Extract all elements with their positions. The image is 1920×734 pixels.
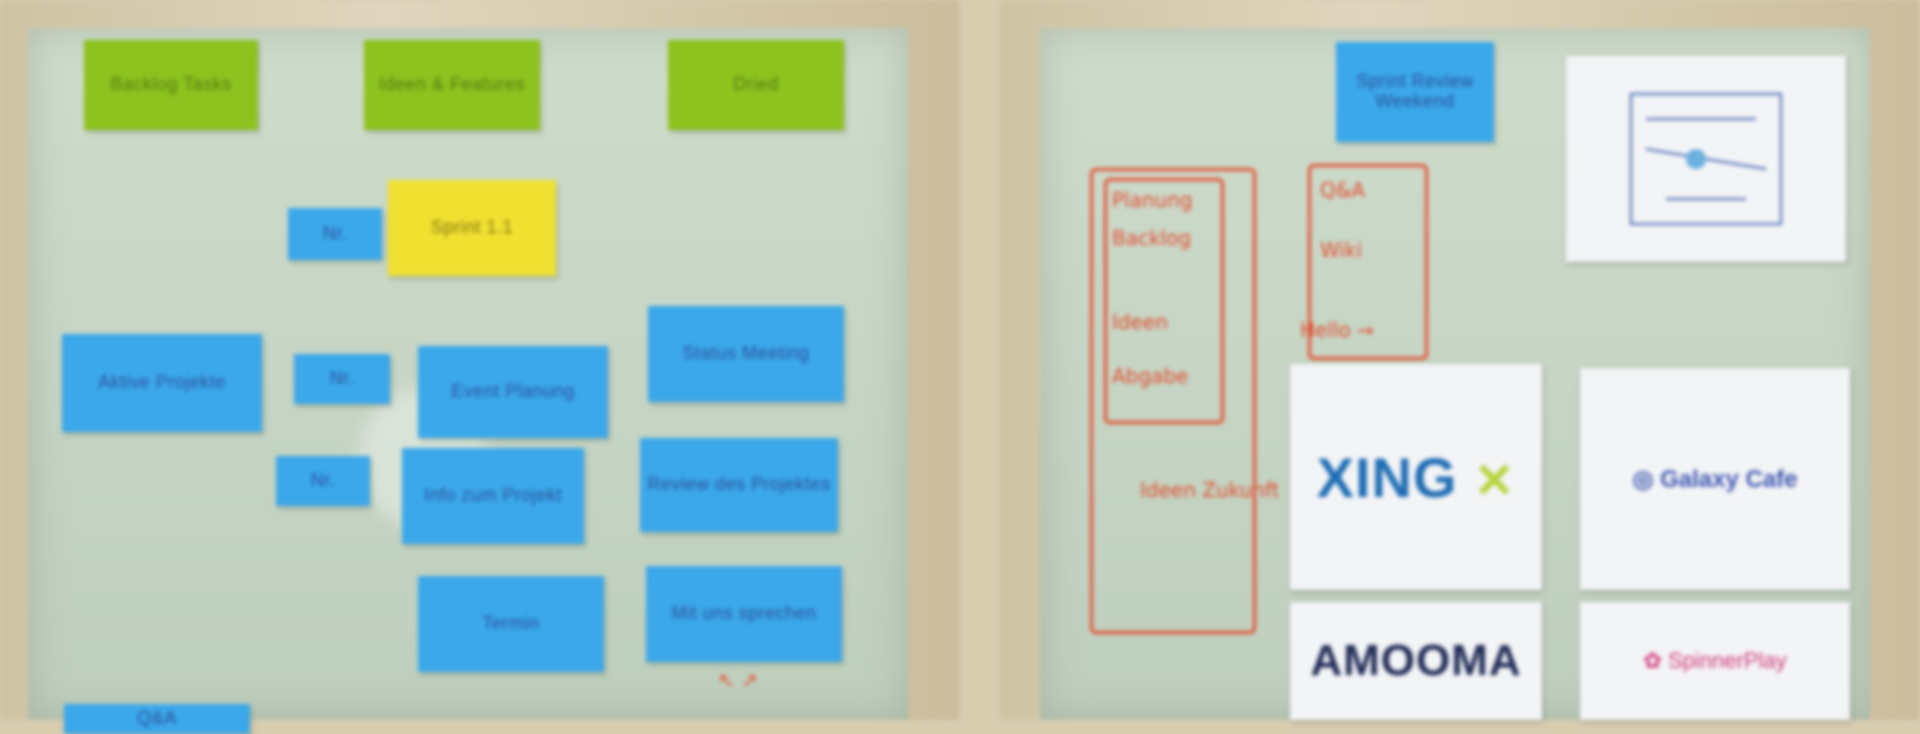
sprint-yellow-note: Sprint 1.1 [388,180,556,276]
galaxy-cafe-logo: ◎ Galaxy Cafe [1632,465,1798,493]
marker-outline-right [1308,164,1428,360]
marker-line: Ideen Zukunft [1140,478,1280,502]
blue-note: Nr. [294,354,390,404]
marker-line: Planung [1112,188,1193,212]
marker-line: Ideen [1112,310,1168,334]
marker-arrow: ↖ ↗ [718,668,758,692]
sprint-review-note: Sprint Review Weekend [1336,42,1494,142]
header-note-ideas: Ideen & Features [364,40,540,130]
sponsor-sheet-spinnerplay: ✿ SpinnerPlay [1580,602,1850,720]
right-glass-board: Sprint Review Weekend Planung Backlog Id… [1040,28,1870,720]
marker-line: Wiki [1320,238,1363,262]
marker-line: Hello → [1300,318,1374,342]
header-note-dried: Dried [668,40,844,130]
sponsor-sheet-galaxy: ◎ Galaxy Cafe [1580,368,1850,590]
marker-line: Q&A [1320,178,1366,202]
xing-logo: XING ✕ [1316,445,1516,509]
header-note-backlog: Backlog Tasks [84,40,258,130]
blue-note: Status Meeting [648,306,844,402]
marker-outline-inner [1104,178,1224,424]
blue-note: Nr. [288,208,382,260]
marker-line: Backlog [1112,226,1192,250]
spinnerplay-logo: ✿ SpinnerPlay [1643,648,1787,673]
printed-diagram-sheet [1566,56,1846,262]
blue-note: Event Planung [418,346,608,438]
blue-note: Q&A [64,704,250,734]
sponsor-sheet-xing: XING ✕ [1290,364,1542,590]
blue-note: Review des Projektes [640,438,838,532]
marker-outline-large [1090,168,1256,634]
blue-note: Info zum Projekt [402,448,584,544]
sponsor-sheet-amooma: AMOOMA [1290,602,1542,720]
blue-note: Nr. [276,456,370,506]
marker-line: Abgabe [1112,364,1189,388]
left-glass-board: Backlog Tasks Ideen & Features Dried Spr… [28,28,908,734]
blue-note: Termin [418,576,604,672]
diagram-sketch-icon [1630,93,1782,225]
blue-note: Aktive Projekte [62,334,262,432]
blue-note: Mit uns sprechen [646,566,842,662]
amooma-logo: AMOOMA [1310,636,1522,685]
